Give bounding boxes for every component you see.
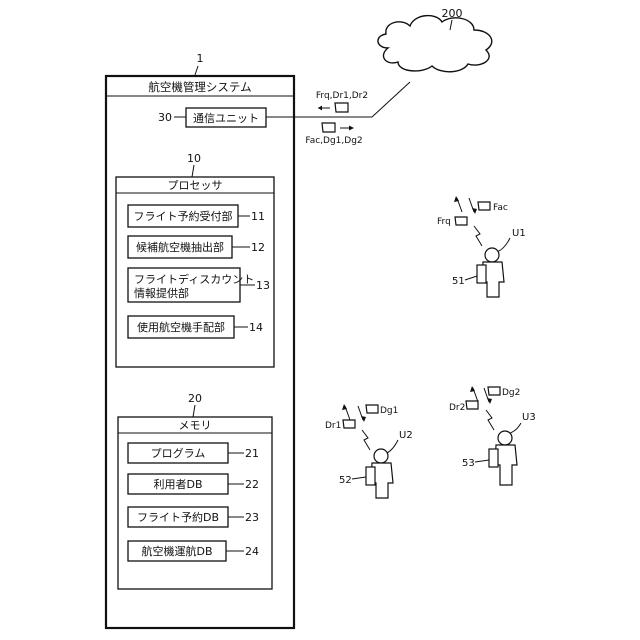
user-ref-leader — [497, 238, 510, 252]
memory-item-ref: 22 — [245, 478, 259, 491]
memory-title: メモリ — [179, 419, 212, 432]
message-doc-icon — [488, 387, 500, 395]
user-terminal-icon — [489, 449, 498, 467]
terminal-ref-leader — [465, 276, 477, 280]
user-ref: U2 — [399, 430, 413, 441]
message-doc-icon — [343, 420, 355, 428]
person-head — [485, 248, 499, 262]
downlink-arrowhead — [487, 398, 492, 404]
unit-ref: 12 — [251, 241, 265, 254]
unit-ref: 14 — [249, 321, 263, 334]
user-uplink-label: Dr1 — [325, 421, 341, 431]
terminal-ref: 53 — [462, 458, 475, 469]
network-ref: 200 — [442, 7, 463, 20]
system-ref: 1 — [197, 52, 204, 65]
user-ref: U1 — [512, 228, 526, 239]
user-uplink-label: Dr2 — [449, 403, 465, 413]
memory-item-ref: 23 — [245, 511, 259, 524]
system-title: 航空機管理システム — [148, 80, 251, 94]
terminal-ref-leader — [352, 477, 366, 479]
outgoing-arrowhead — [349, 126, 354, 131]
person-head — [498, 431, 512, 445]
terminal-ref: 51 — [452, 276, 465, 287]
downlink-arrowhead — [361, 416, 366, 422]
message-doc-icon — [478, 202, 490, 210]
user-u2: Dg1 Dr1 U2 52 — [325, 404, 413, 498]
wireless-signal-icon — [362, 430, 370, 450]
processor-title: プロセッサ — [168, 179, 223, 192]
user-u1: Fac Frq U1 51 — [437, 196, 526, 297]
unit-label: 使用航空機手配部 — [137, 320, 225, 334]
person-head — [374, 449, 388, 463]
memory-item-label: 航空機運航DB — [141, 544, 212, 558]
message-doc-icon — [466, 401, 478, 409]
incoming-messages-label: Frq,Dr1,Dr2 — [316, 91, 368, 101]
message-doc-icon — [455, 217, 467, 225]
message-doc-icon — [335, 103, 348, 112]
user-terminal-icon — [366, 467, 375, 485]
memory-item-ref: 24 — [245, 545, 259, 558]
incoming-arrowhead — [318, 106, 322, 111]
terminal-ref-leader — [475, 460, 489, 462]
memory-ref: 20 — [188, 392, 202, 405]
unit-ref: 11 — [251, 210, 265, 223]
message-doc-icon — [322, 123, 335, 132]
user-uplink-label: Frq — [437, 217, 451, 227]
outgoing-messages-label: Fac,Dg1,Dg2 — [305, 136, 362, 146]
memory-item-label: フライト予約DB — [137, 510, 219, 524]
comm-unit-label: 通信ユニット — [193, 112, 259, 125]
unit-label-line2: 情報提供部 — [134, 286, 189, 300]
downlink-arrowhead — [472, 208, 477, 214]
unit-label: フライト予約受付部 — [134, 209, 233, 223]
unit-label: 候補航空機抽出部 — [136, 240, 224, 254]
message-doc-icon — [366, 405, 378, 413]
wireless-signal-icon — [474, 226, 482, 246]
comm-unit-ref: 30 — [158, 111, 172, 124]
terminal-ref: 52 — [339, 475, 352, 486]
network-cloud — [378, 16, 492, 72]
user-downlink-label: Fac — [493, 203, 508, 213]
wireless-signal-icon — [486, 410, 494, 430]
unit-ref: 13 — [256, 279, 270, 292]
user-u3: Dg2 Dr2 U3 53 — [449, 386, 536, 485]
memory-item-label: プログラム — [151, 446, 206, 460]
user-terminal-icon — [477, 265, 486, 283]
memory-item-ref: 21 — [245, 447, 259, 460]
uplink-arrowhead — [454, 196, 459, 202]
user-ref: U3 — [522, 412, 536, 423]
uplink-arrowhead — [470, 386, 475, 392]
user-downlink-label: Dg2 — [502, 388, 520, 398]
memory-item-label: 利用者DB — [153, 478, 202, 491]
processor-ref: 10 — [187, 152, 201, 165]
unit-label-line1: フライトディスカウント — [134, 272, 254, 286]
user-downlink-label: Dg1 — [380, 406, 398, 416]
uplink-arrowhead — [342, 404, 347, 410]
